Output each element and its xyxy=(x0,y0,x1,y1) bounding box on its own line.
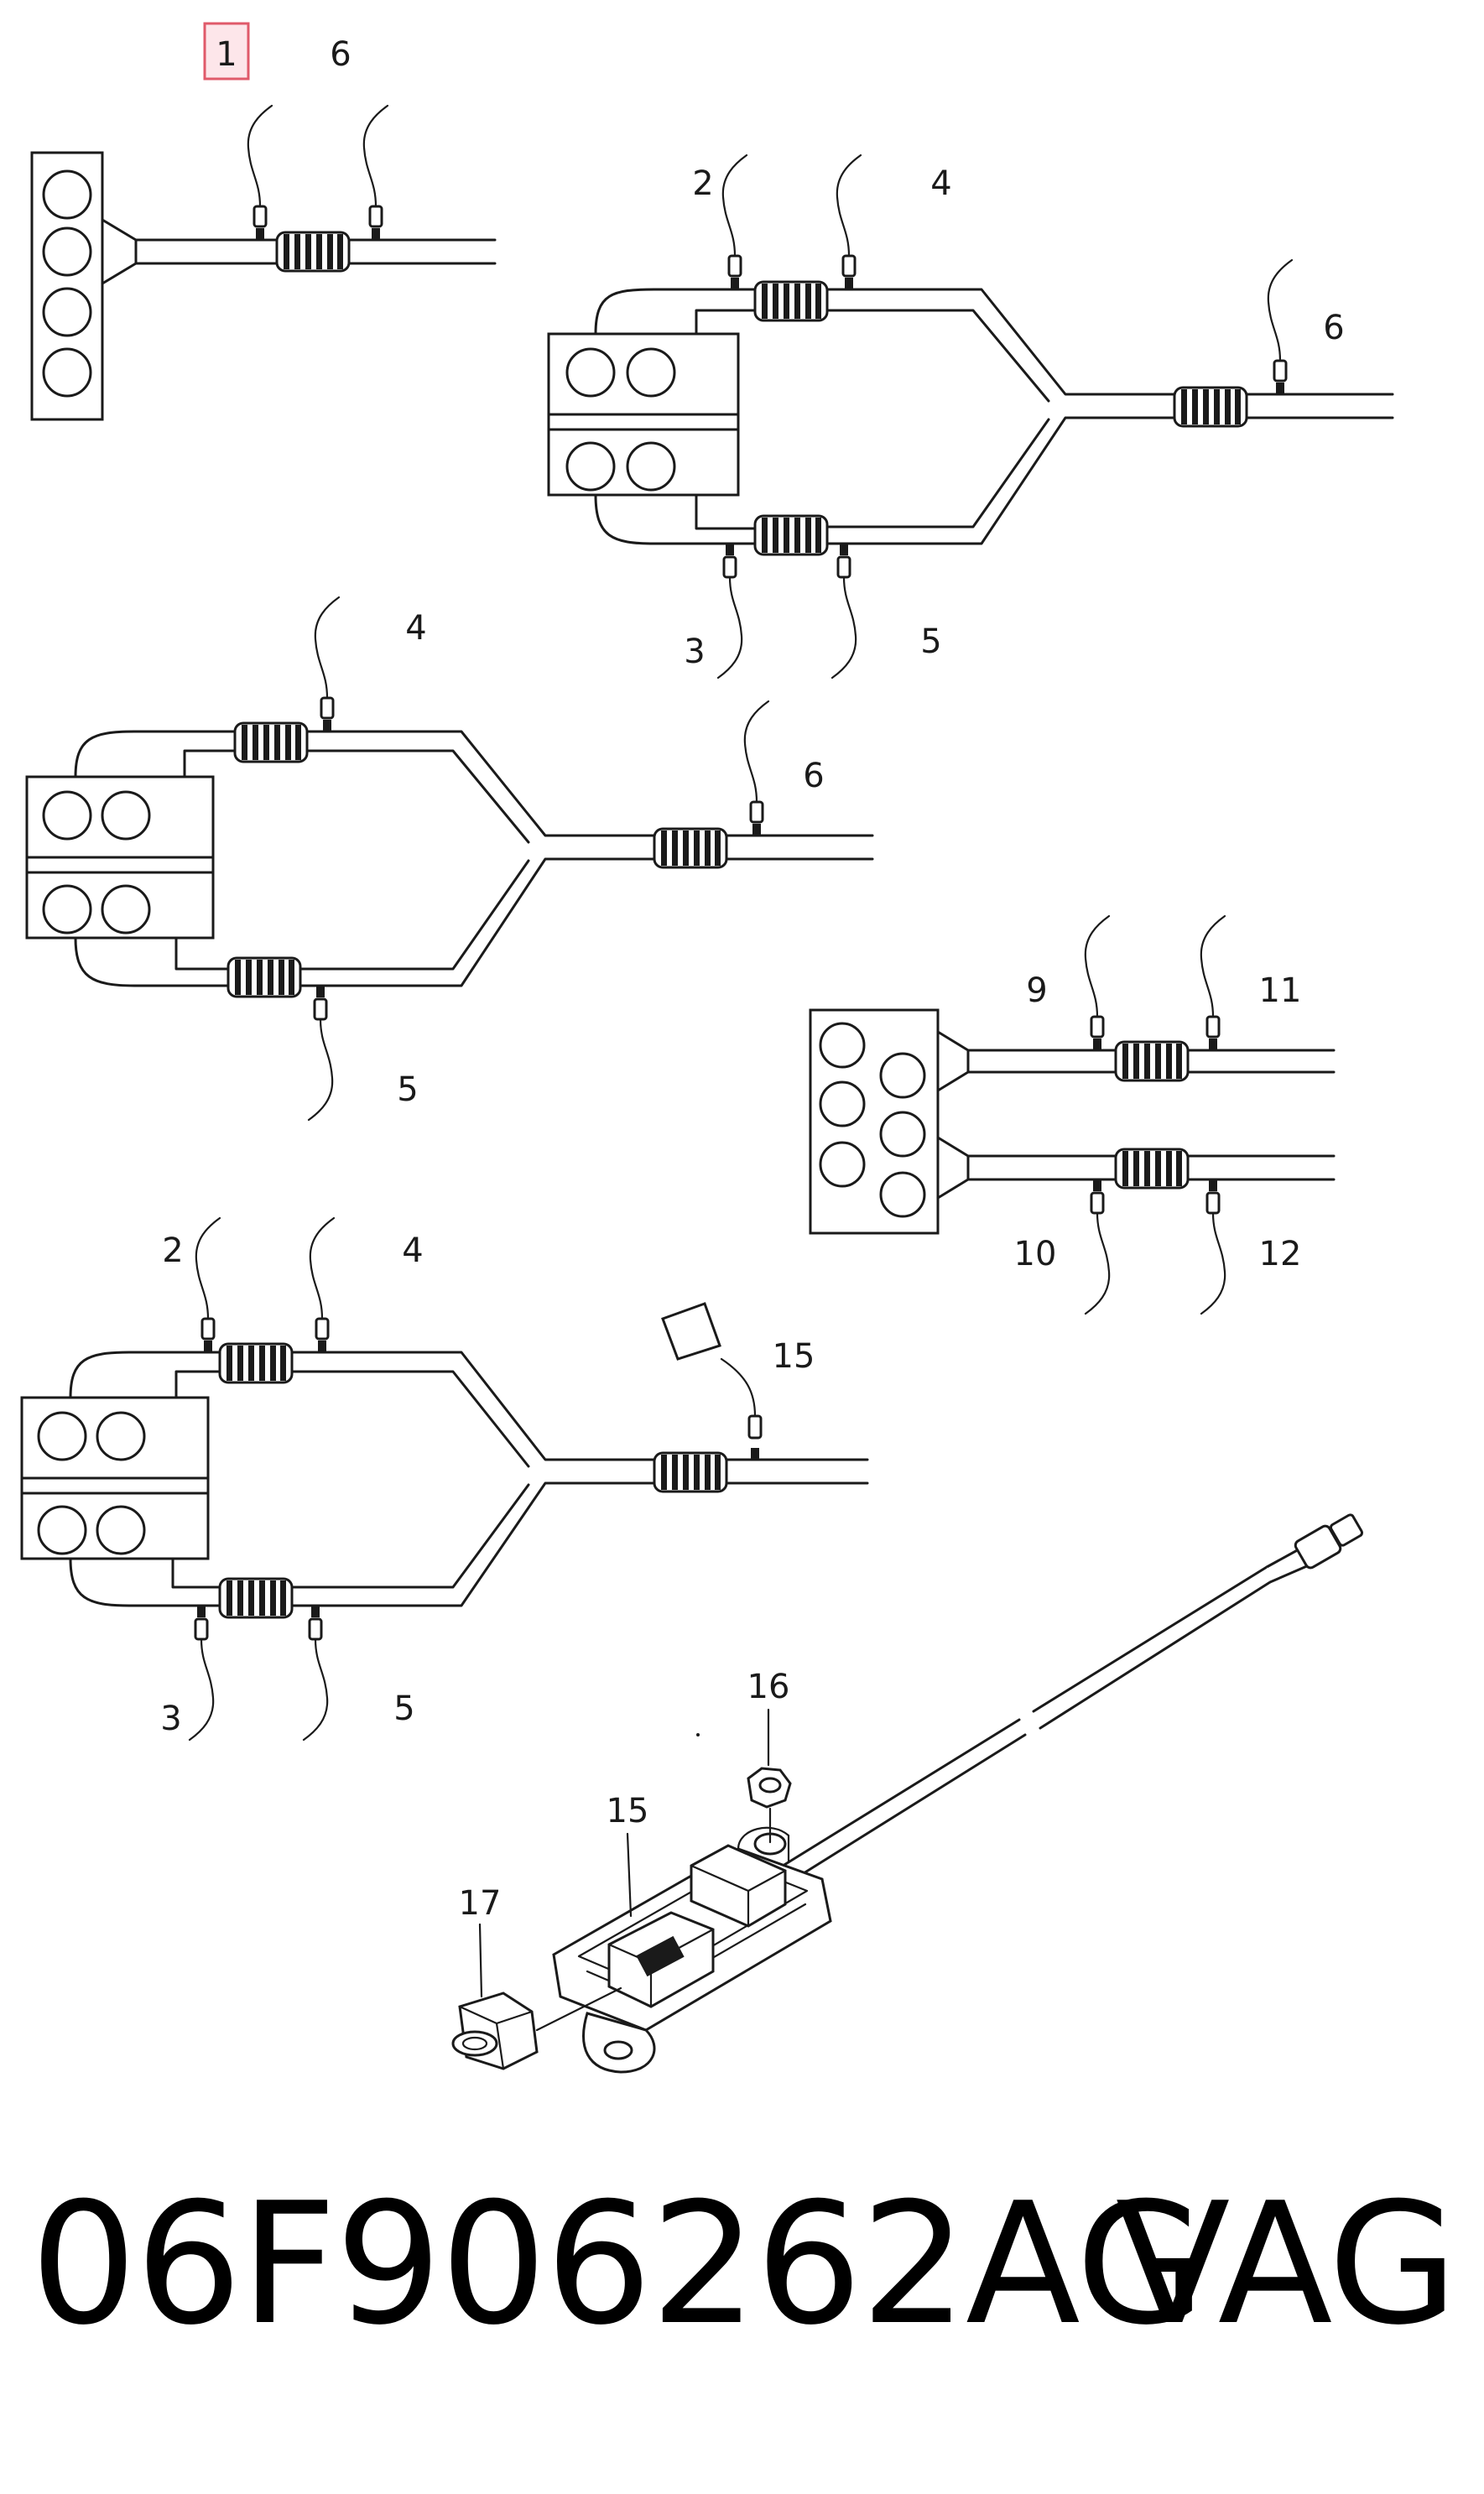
callout-15[interactable]: 15 xyxy=(607,1792,649,1830)
callout-5[interactable]: 5 xyxy=(920,622,941,661)
callout-9[interactable]: 9 xyxy=(1026,971,1047,1010)
callout-5[interactable]: 5 xyxy=(397,1070,418,1109)
callout-4[interactable]: 4 xyxy=(402,1231,423,1270)
part-number-footer: 06F906262AG VAG xyxy=(30,2164,1458,2366)
callout-1[interactable]: 1 xyxy=(216,35,237,74)
callout-1-highlight[interactable] xyxy=(203,22,250,81)
callout-15[interactable]: 15 xyxy=(773,1337,815,1376)
callout-11[interactable]: 11 xyxy=(1259,971,1302,1010)
callout-6[interactable]: 6 xyxy=(803,757,824,795)
diagram-v-engine-a: 2 4 6 3 5 xyxy=(547,154,1394,679)
callout-4[interactable]: 4 xyxy=(405,609,426,648)
callout-2[interactable]: 2 xyxy=(692,164,713,203)
diagram-v-engine-b: 4 6 5 xyxy=(25,596,874,1122)
callout-4[interactable]: 4 xyxy=(930,164,951,203)
callout-3[interactable]: 3 xyxy=(160,1700,181,1738)
callout-6[interactable]: 6 xyxy=(1323,309,1344,347)
diagram-nox-sensor-module: 16 15 17 xyxy=(451,1513,1364,2074)
callout-5[interactable]: 5 xyxy=(393,1690,414,1728)
callout-16[interactable]: 16 xyxy=(747,1668,790,1706)
callout-17[interactable]: 17 xyxy=(459,1884,502,1923)
diagram-six-cylinder: 9 11 10 12 xyxy=(809,914,1336,1315)
diagram-inline-4: 1 6 xyxy=(30,22,497,421)
callout-6[interactable]: 6 xyxy=(330,35,351,74)
part-number: 06F906262AG xyxy=(30,2167,1205,2362)
callout-2[interactable]: 2 xyxy=(162,1231,183,1270)
callout-3[interactable]: 3 xyxy=(684,633,705,671)
brand-name: VAG xyxy=(1115,2167,1458,2362)
callout-10[interactable]: 10 xyxy=(1014,1235,1057,1273)
diagram-v-engine-nox: 2 4 15 3 5 xyxy=(20,1216,869,1742)
callout-12[interactable]: 12 xyxy=(1259,1235,1302,1273)
